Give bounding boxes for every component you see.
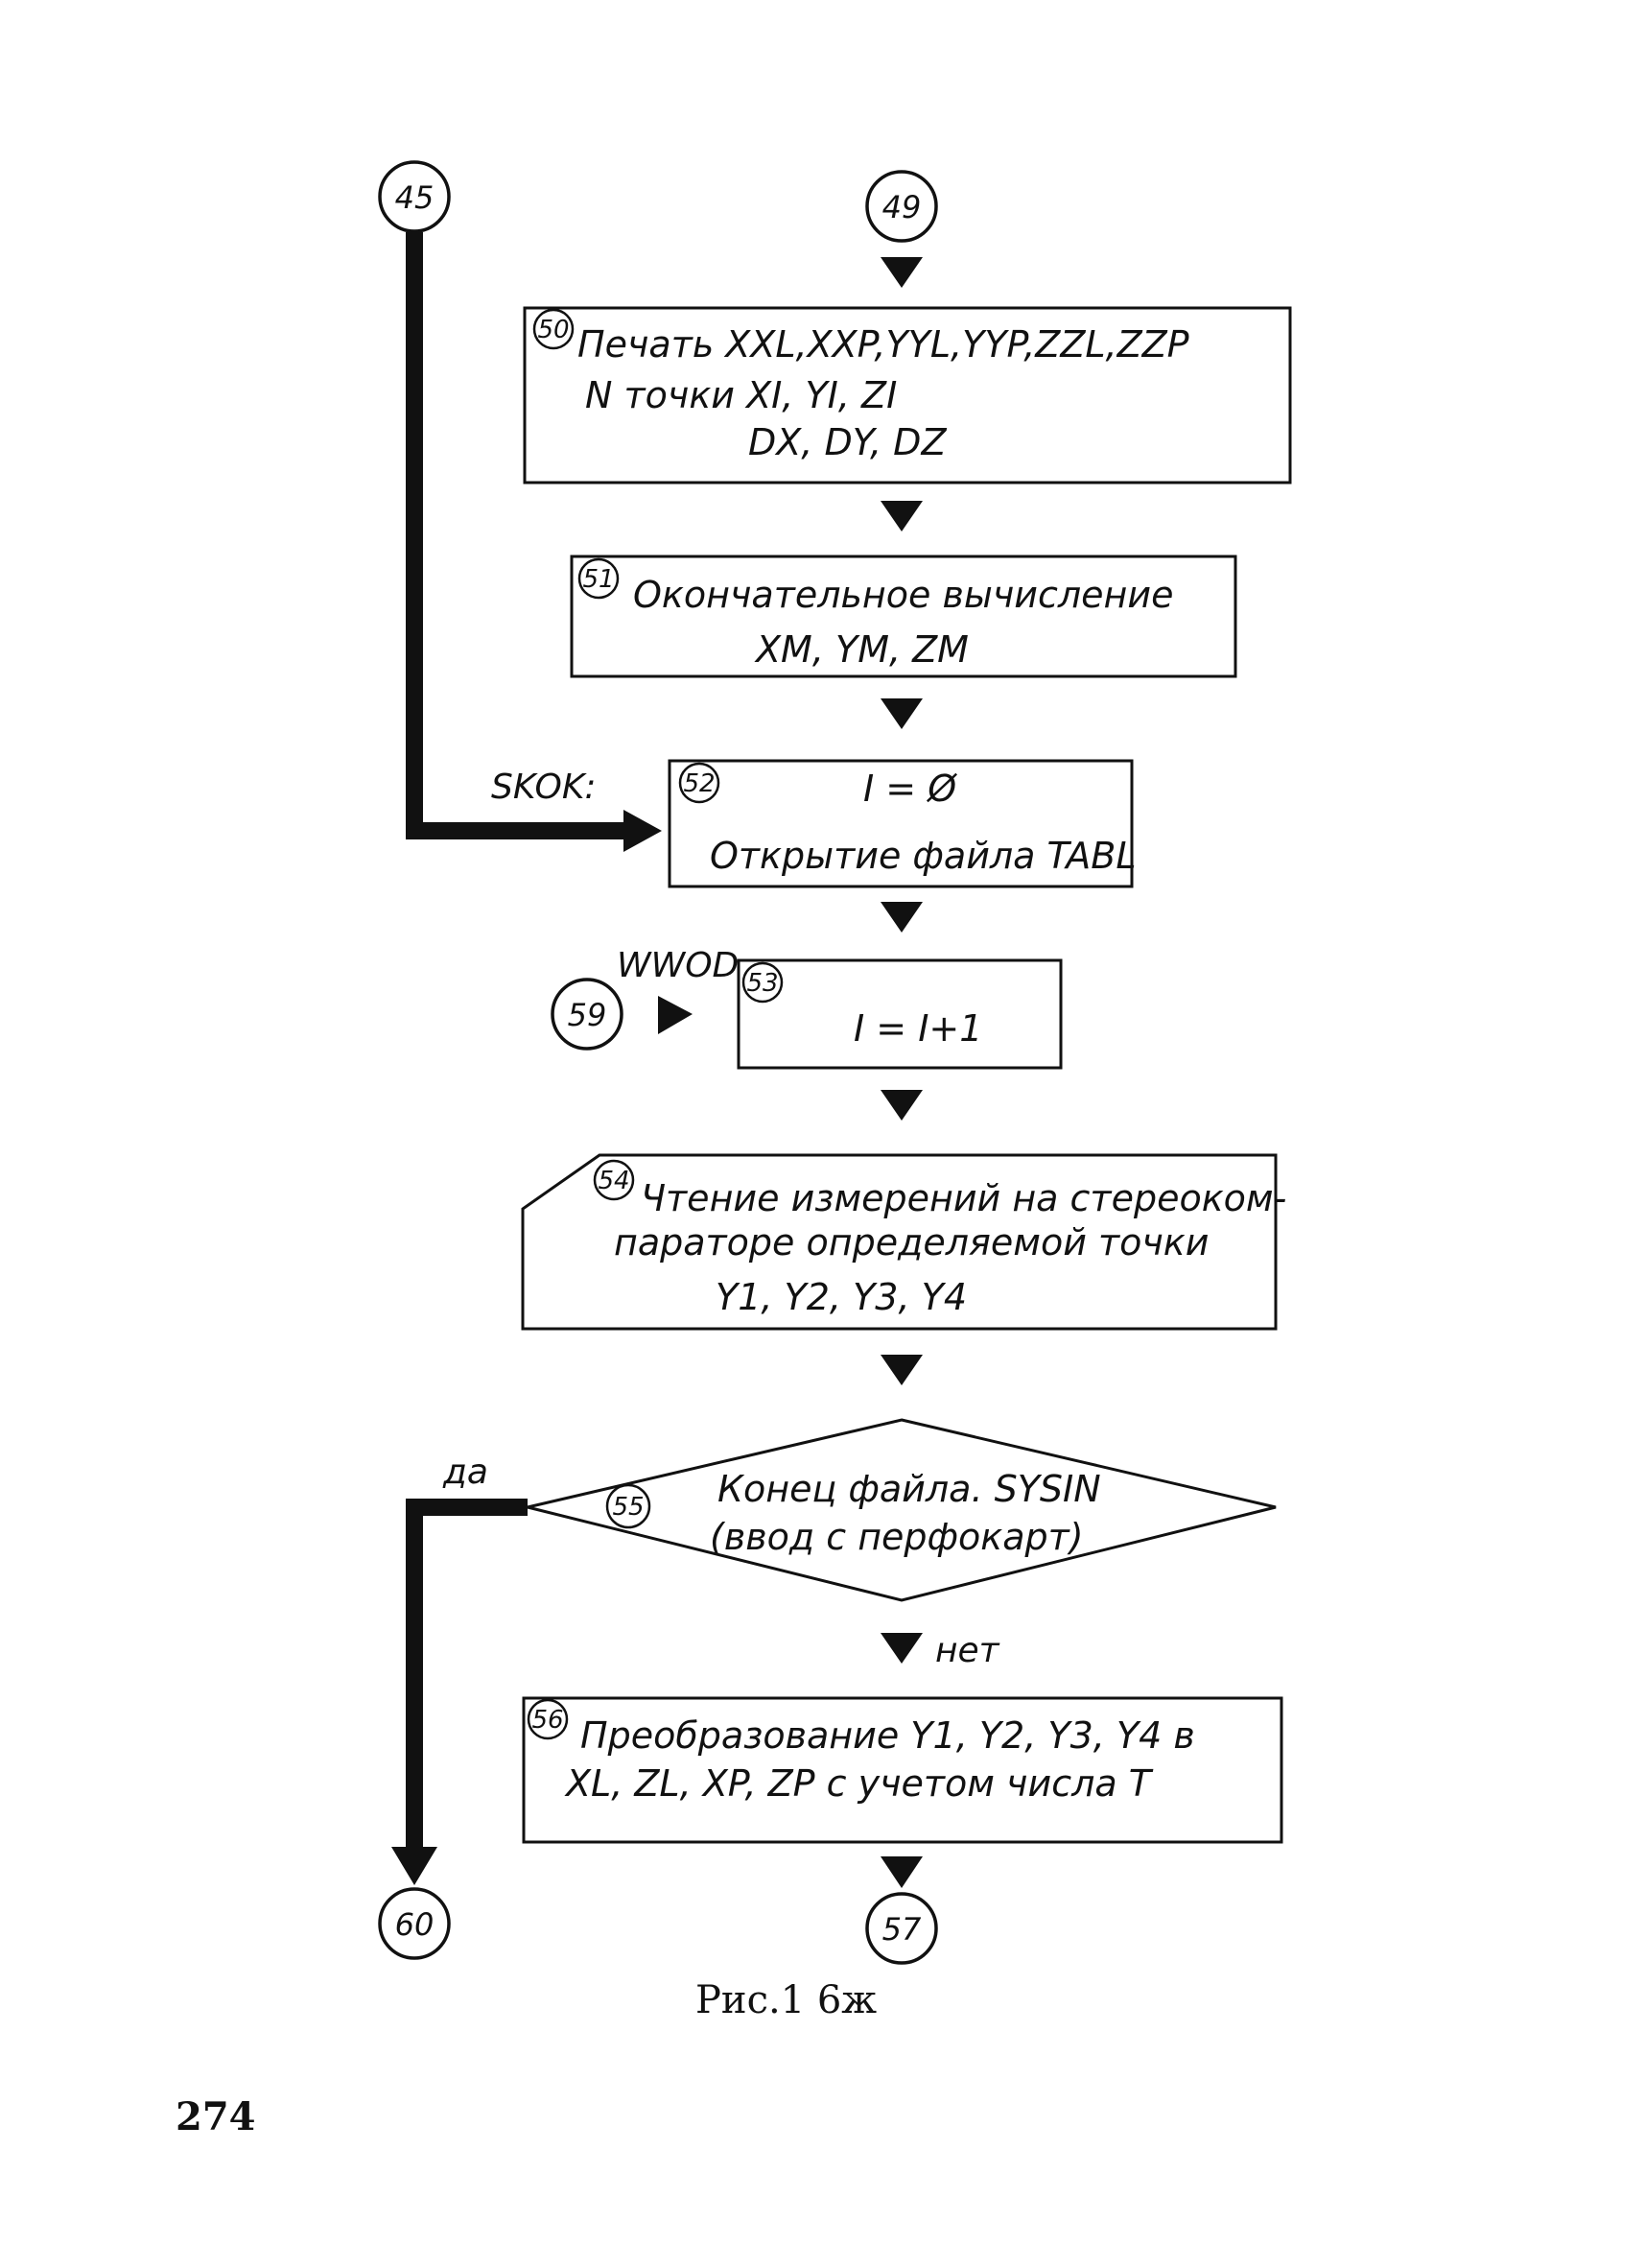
block-55-number: 55 — [612, 1493, 644, 1522]
block-54-number: 54 — [598, 1167, 629, 1195]
block-56-line-2: XL, ZL, XP, ZP с учетом числа T — [564, 1762, 1154, 1805]
arrow-yes-to-60 — [391, 1847, 437, 1885]
block-52-number-circle — [678, 762, 720, 804]
arrow-49-to-50 — [881, 257, 923, 288]
block-51-line-1: Окончательное вычисление — [633, 574, 1173, 616]
block-51-number-circle — [577, 557, 620, 600]
block-56-line-1: Преобразование Y1, Y2, Y3, Y4 в — [580, 1714, 1195, 1757]
block-53-number-circle — [741, 961, 784, 1004]
arrow-53-to-54 — [881, 1090, 923, 1121]
block-50-line-2: N точки XI, YI, ZI — [585, 374, 897, 416]
label-no: нет — [935, 1631, 1000, 1670]
block-54-line-2: параторе определяемой точки — [614, 1221, 1209, 1264]
block-55-number-circle — [605, 1483, 651, 1529]
connector-60-label: 60 — [395, 1906, 435, 1943]
figure-caption: Рис.1 6ж — [695, 1978, 877, 2022]
connector-57 — [865, 1892, 938, 1965]
block-50-line-1: Печать XXL,XXP,YYL,YYP,ZZL,ZZP — [577, 323, 1189, 366]
connector-45 — [378, 160, 451, 233]
block-54-line-1: Чтение измерений на стереоком- — [641, 1177, 1286, 1219]
block-53 — [737, 958, 1063, 1070]
block-52-number: 52 — [683, 769, 715, 798]
connector-49 — [865, 170, 938, 243]
block-55-line-2: (ввод с перфокарт) — [710, 1516, 1084, 1558]
arrow-50-to-51 — [881, 501, 923, 532]
arrow-52-to-53 — [881, 902, 923, 933]
block-55-line-1: Конец файла. SYSIN — [717, 1468, 1101, 1510]
arrow-56-to-57 — [881, 1856, 923, 1888]
connector-59-label: 59 — [568, 997, 607, 1033]
connector-49-label: 49 — [882, 189, 922, 225]
connector-45-label: 45 — [395, 179, 435, 216]
block-51 — [570, 555, 1237, 678]
block-53-number: 53 — [746, 969, 778, 998]
block-50-number-circle — [532, 308, 575, 350]
arrow-no-to-56 — [881, 1633, 923, 1664]
block-51-line-2: XM, YM, ZM — [754, 628, 969, 671]
connector-60 — [378, 1887, 451, 1960]
arrow-54-to-55 — [881, 1355, 923, 1385]
page-number: 274 — [176, 2094, 256, 2139]
block-50-line-3: DX, DY, DZ — [748, 421, 947, 463]
connector-59 — [551, 978, 623, 1051]
arrow-59-to-53 — [658, 996, 693, 1034]
block-55 — [527, 1418, 1277, 1602]
block-54-number-circle — [593, 1159, 635, 1201]
block-50-number: 50 — [537, 316, 569, 344]
block-51-number: 51 — [582, 565, 614, 594]
block-56-number-circle — [527, 1698, 569, 1740]
block-54-line-3: Y1, Y2, Y3, Y4 — [716, 1276, 967, 1318]
block-50 — [523, 306, 1292, 484]
block-53-line-1: I = I+1 — [854, 1007, 982, 1050]
label-skok: SKOK: — [491, 768, 597, 807]
line-yes-to-60 — [406, 1499, 528, 1856]
arrow-into-52 — [623, 810, 662, 852]
connector-57-label: 57 — [882, 1911, 922, 1948]
block-52-line-1: I = Ø — [863, 768, 957, 810]
arrow-51-to-52 — [881, 698, 923, 729]
block-52 — [668, 759, 1134, 888]
block-56-number: 56 — [531, 1706, 563, 1735]
label-yes: да — [442, 1453, 488, 1492]
line-45-to-skok — [406, 232, 643, 839]
block-54 — [521, 1153, 1278, 1331]
block-56 — [522, 1696, 1283, 1844]
label-wwod: WWOD: — [617, 946, 750, 985]
block-52-line-2: Открытие файла TABL — [710, 835, 1137, 877]
